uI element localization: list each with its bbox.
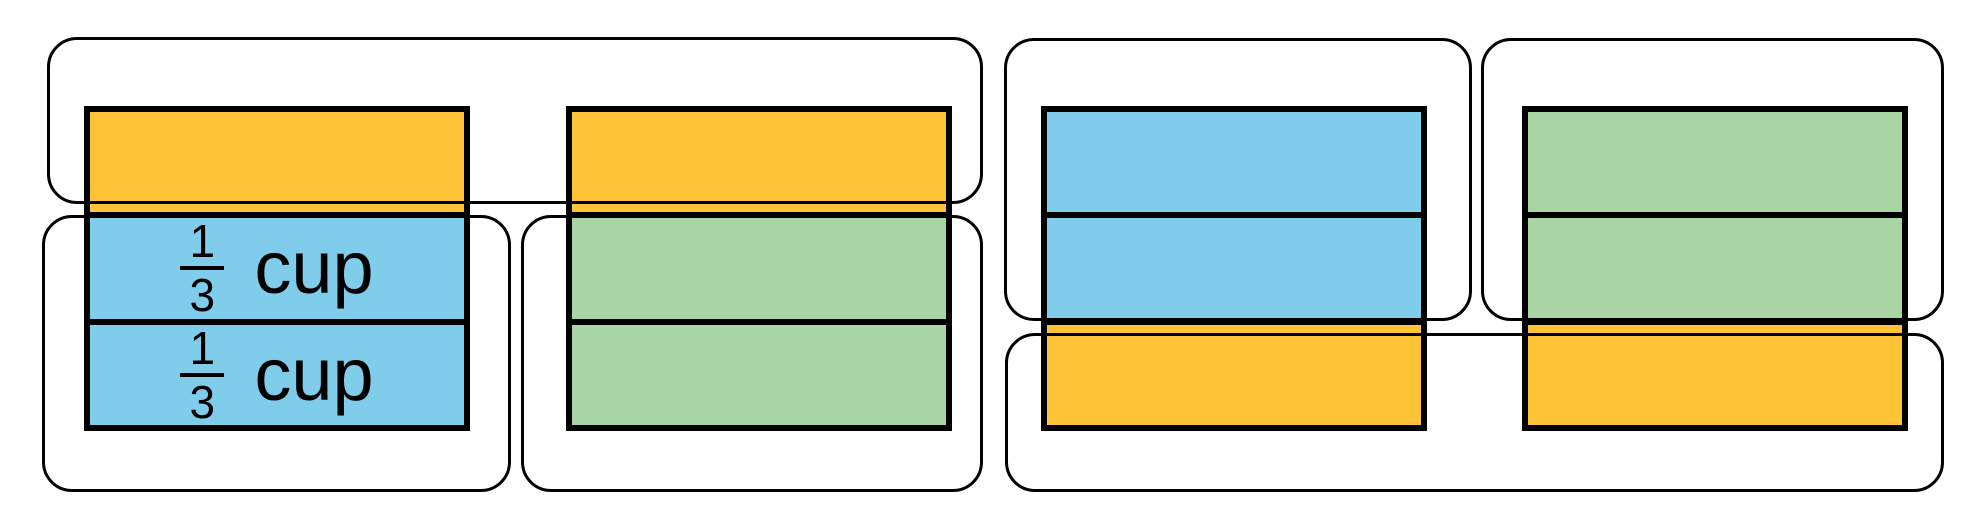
fraction-denominator: 3 bbox=[189, 269, 216, 322]
bar-2-section-2-green bbox=[572, 212, 946, 319]
bar-2-section-3-green bbox=[572, 318, 946, 425]
bar-4 bbox=[1522, 106, 1908, 431]
fraction-rule bbox=[180, 372, 225, 377]
bar-1-section-1-yellow bbox=[90, 112, 464, 213]
bar-3 bbox=[1041, 106, 1427, 431]
bar-3-section-1-blue bbox=[1047, 112, 1421, 213]
bar-2-section-1-yellow bbox=[572, 112, 946, 213]
bar-2 bbox=[566, 106, 952, 431]
bar-3-section-2-blue bbox=[1047, 212, 1421, 319]
fraction-numerator: 1 bbox=[189, 321, 216, 374]
unit-label: cup bbox=[254, 226, 374, 310]
unit-label: cup bbox=[254, 332, 374, 416]
bar-4-section-2-green bbox=[1528, 212, 1902, 319]
bar-4-section-3-yellow bbox=[1528, 318, 1902, 425]
fraction-rule bbox=[180, 266, 225, 271]
bar-4-section-1-green bbox=[1528, 112, 1902, 213]
fraction-denominator: 3 bbox=[189, 375, 216, 428]
bar-3-section-3-yellow bbox=[1047, 318, 1421, 425]
fraction-numerator: 1 bbox=[189, 215, 216, 268]
